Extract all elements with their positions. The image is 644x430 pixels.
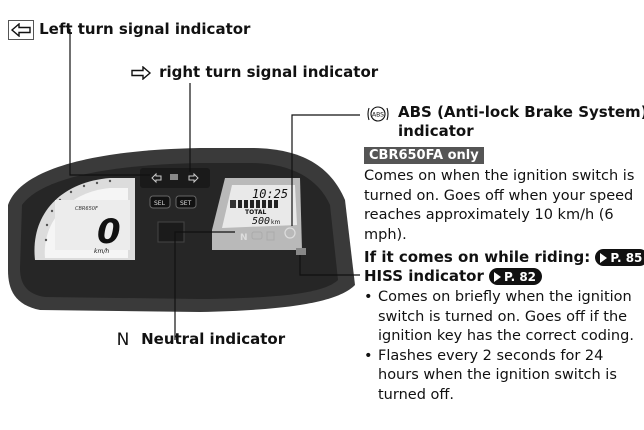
list-item: Flashes every 2 seconds for 24 hours whe… <box>364 347 636 406</box>
abs-description: Comes on when the ignition switch is tur… <box>364 168 635 243</box>
sel-button-shape <box>149 195 171 209</box>
list-item: Comes on briefly when the ignition switc… <box>364 288 636 347</box>
neutral-callout: N Neutral indicator <box>110 329 285 350</box>
hiss-page-ref[interactable]: P. 82 <box>488 268 543 285</box>
right-turn-lamp <box>188 172 199 184</box>
pointer-right-icon <box>493 271 501 282</box>
arrow-right-outline-icon <box>128 62 154 83</box>
abs-title-line2: indicator <box>398 122 474 140</box>
dash-neutral: N <box>240 233 248 243</box>
model-badge: CBR650FA only <box>364 147 484 164</box>
hiss-title: HISS indicator <box>364 267 484 285</box>
neutral-label: Neutral indicator <box>141 330 286 348</box>
right-turn-callout: right turn signal indicator <box>128 62 378 83</box>
dash-odometer: 500 <box>252 216 270 227</box>
leader-abs <box>291 114 360 226</box>
svg-text:ABS: ABS <box>372 112 384 119</box>
abs-callout: ABS ABS (Anti-lock Brake System) indicat… <box>364 103 644 266</box>
left-turn-label: Left turn signal indicator <box>39 20 251 38</box>
arrow-left-outline-icon <box>8 19 34 40</box>
dash-set: SET <box>180 200 192 207</box>
abs-title-line1: ABS (Anti-lock Brake System) <box>398 103 644 121</box>
dash-time: 10:25 <box>252 187 288 201</box>
leader-hiss <box>299 255 360 276</box>
set-button-shape <box>175 195 197 209</box>
leader-left-turn <box>69 29 150 176</box>
dash-total: TOTAL <box>245 209 266 216</box>
hiss-callout: HISS indicator P. 82 Comes on briefly wh… <box>364 266 644 405</box>
abs-lamp <box>284 227 296 239</box>
leader-neutral <box>174 231 235 340</box>
dash-gear: 0 <box>97 212 121 252</box>
pointer-right-icon <box>600 252 608 263</box>
dash-odo-unit: km <box>271 219 280 226</box>
dash-speed-unit: km/h <box>94 248 109 255</box>
neutral-icon: N <box>110 329 136 350</box>
right-turn-label: right turn signal indicator <box>159 63 379 81</box>
dash-brand: CBR650F <box>75 206 98 212</box>
dash-sel: SEL <box>154 200 166 207</box>
abs-riding-label: If it comes on while riding: <box>364 248 591 266</box>
abs-page-ref[interactable]: P. 85 <box>595 249 644 266</box>
left-turn-callout: Left turn signal indicator <box>8 19 250 40</box>
hiss-lamp <box>296 248 306 255</box>
left-turn-lamp <box>151 172 162 184</box>
abs-icon: ABS <box>364 103 392 125</box>
hiss-bullet-list: Comes on briefly when the ignition switc… <box>364 288 636 405</box>
